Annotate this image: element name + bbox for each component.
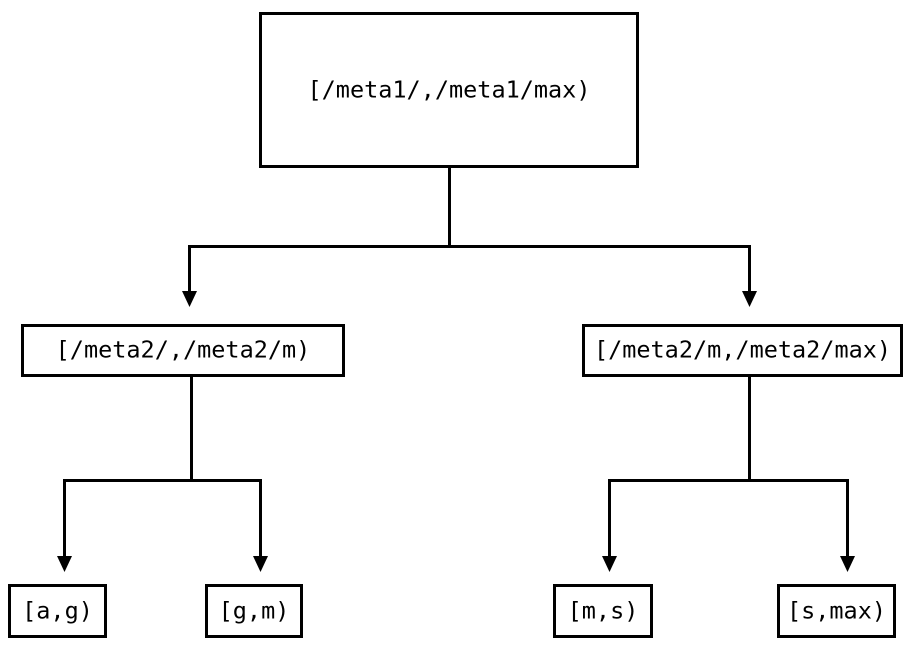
node-root-label: [/meta1/,/meta1/max) (308, 76, 591, 104)
edge-root-to-level1 (182, 168, 757, 307)
arrow-head-to-leaf-a-g (57, 556, 72, 572)
node-leaf-g-m-label: [g,m) (219, 597, 290, 625)
node-leaf-g-m[interactable]: [g,m) (205, 584, 303, 638)
node-root[interactable]: [/meta1/,/meta1/max) (259, 12, 639, 168)
node-leaf-a-g-label: [a,g) (22, 597, 93, 625)
node-mid-left[interactable]: [/meta2/,/meta2/m) (21, 324, 345, 377)
node-leaf-s-max-box (777, 584, 896, 638)
arrow-head-to-mid-right (742, 291, 757, 307)
node-leaf-m-s[interactable]: [m,s) (553, 584, 653, 638)
node-leaf-s-max[interactable]: [s,max) (777, 584, 896, 638)
arrow-head-to-leaf-g-m (253, 556, 268, 572)
arrow-head-to-leaf-m-s (602, 556, 617, 572)
node-leaf-a-g[interactable]: [a,g) (8, 584, 107, 638)
edge-mid-right-to-leaves (602, 377, 855, 572)
node-mid-left-box (21, 324, 345, 377)
node-leaf-g-m-box (205, 584, 303, 638)
node-mid-left-label: [/meta2/,/meta2/m) (56, 336, 311, 364)
arrow-head-to-leaf-s-max (840, 556, 855, 572)
node-leaf-m-s-label: [m,s) (568, 597, 639, 625)
node-leaf-s-max-label: [s,max) (787, 597, 886, 625)
node-root-box (259, 12, 639, 168)
node-leaf-m-s-box (553, 584, 653, 638)
edge-mid-left-to-leaves (57, 377, 268, 572)
arrow-head-to-mid-left (182, 291, 197, 307)
node-mid-right-box (582, 324, 903, 377)
node-leaf-a-g-box (8, 584, 107, 638)
node-mid-right[interactable]: [/meta2/m,/meta2/max) (582, 324, 903, 377)
node-mid-right-label: [/meta2/m,/meta2/max) (594, 336, 891, 364)
